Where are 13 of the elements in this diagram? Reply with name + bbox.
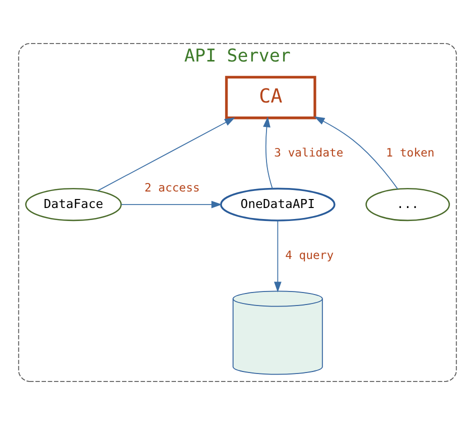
node-box: CA <box>225 75 316 119</box>
node-ellipse: ... <box>366 187 450 221</box>
edge-label: 1 token <box>386 144 434 159</box>
arrow <box>274 220 282 292</box>
arrow <box>97 116 236 191</box>
arrow <box>263 116 273 189</box>
arrow <box>120 200 222 208</box>
node-ellipse: DataFace <box>25 187 122 221</box>
edge-label: 4 query <box>285 247 334 262</box>
node-ellipse: OneDataAPI <box>220 187 336 221</box>
arrow <box>314 116 398 189</box>
edge-label: 3 validate <box>274 144 344 159</box>
edge-label: 2 access <box>144 180 200 194</box>
